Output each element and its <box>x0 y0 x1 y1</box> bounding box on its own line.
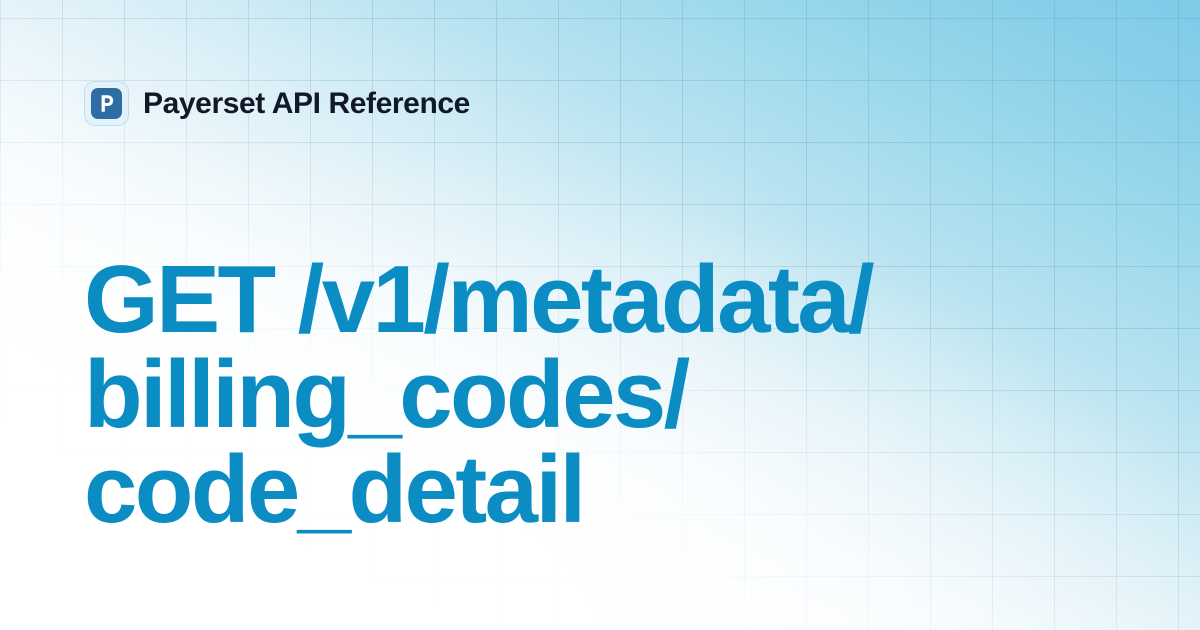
brand-header: Payerset API Reference <box>84 81 470 126</box>
page-title: GET /v1/metadata/ billing_codes/ code_de… <box>84 246 1084 543</box>
logo-square <box>91 88 122 119</box>
payerset-logo-icon <box>84 81 129 126</box>
page-title-line-2: billing_codes/ <box>84 341 690 448</box>
brand-title: Payerset API Reference <box>143 86 470 120</box>
page-title-line-3: code_detail <box>84 436 586 543</box>
page-title-line-1: GET /v1/metadata/ <box>84 246 875 353</box>
